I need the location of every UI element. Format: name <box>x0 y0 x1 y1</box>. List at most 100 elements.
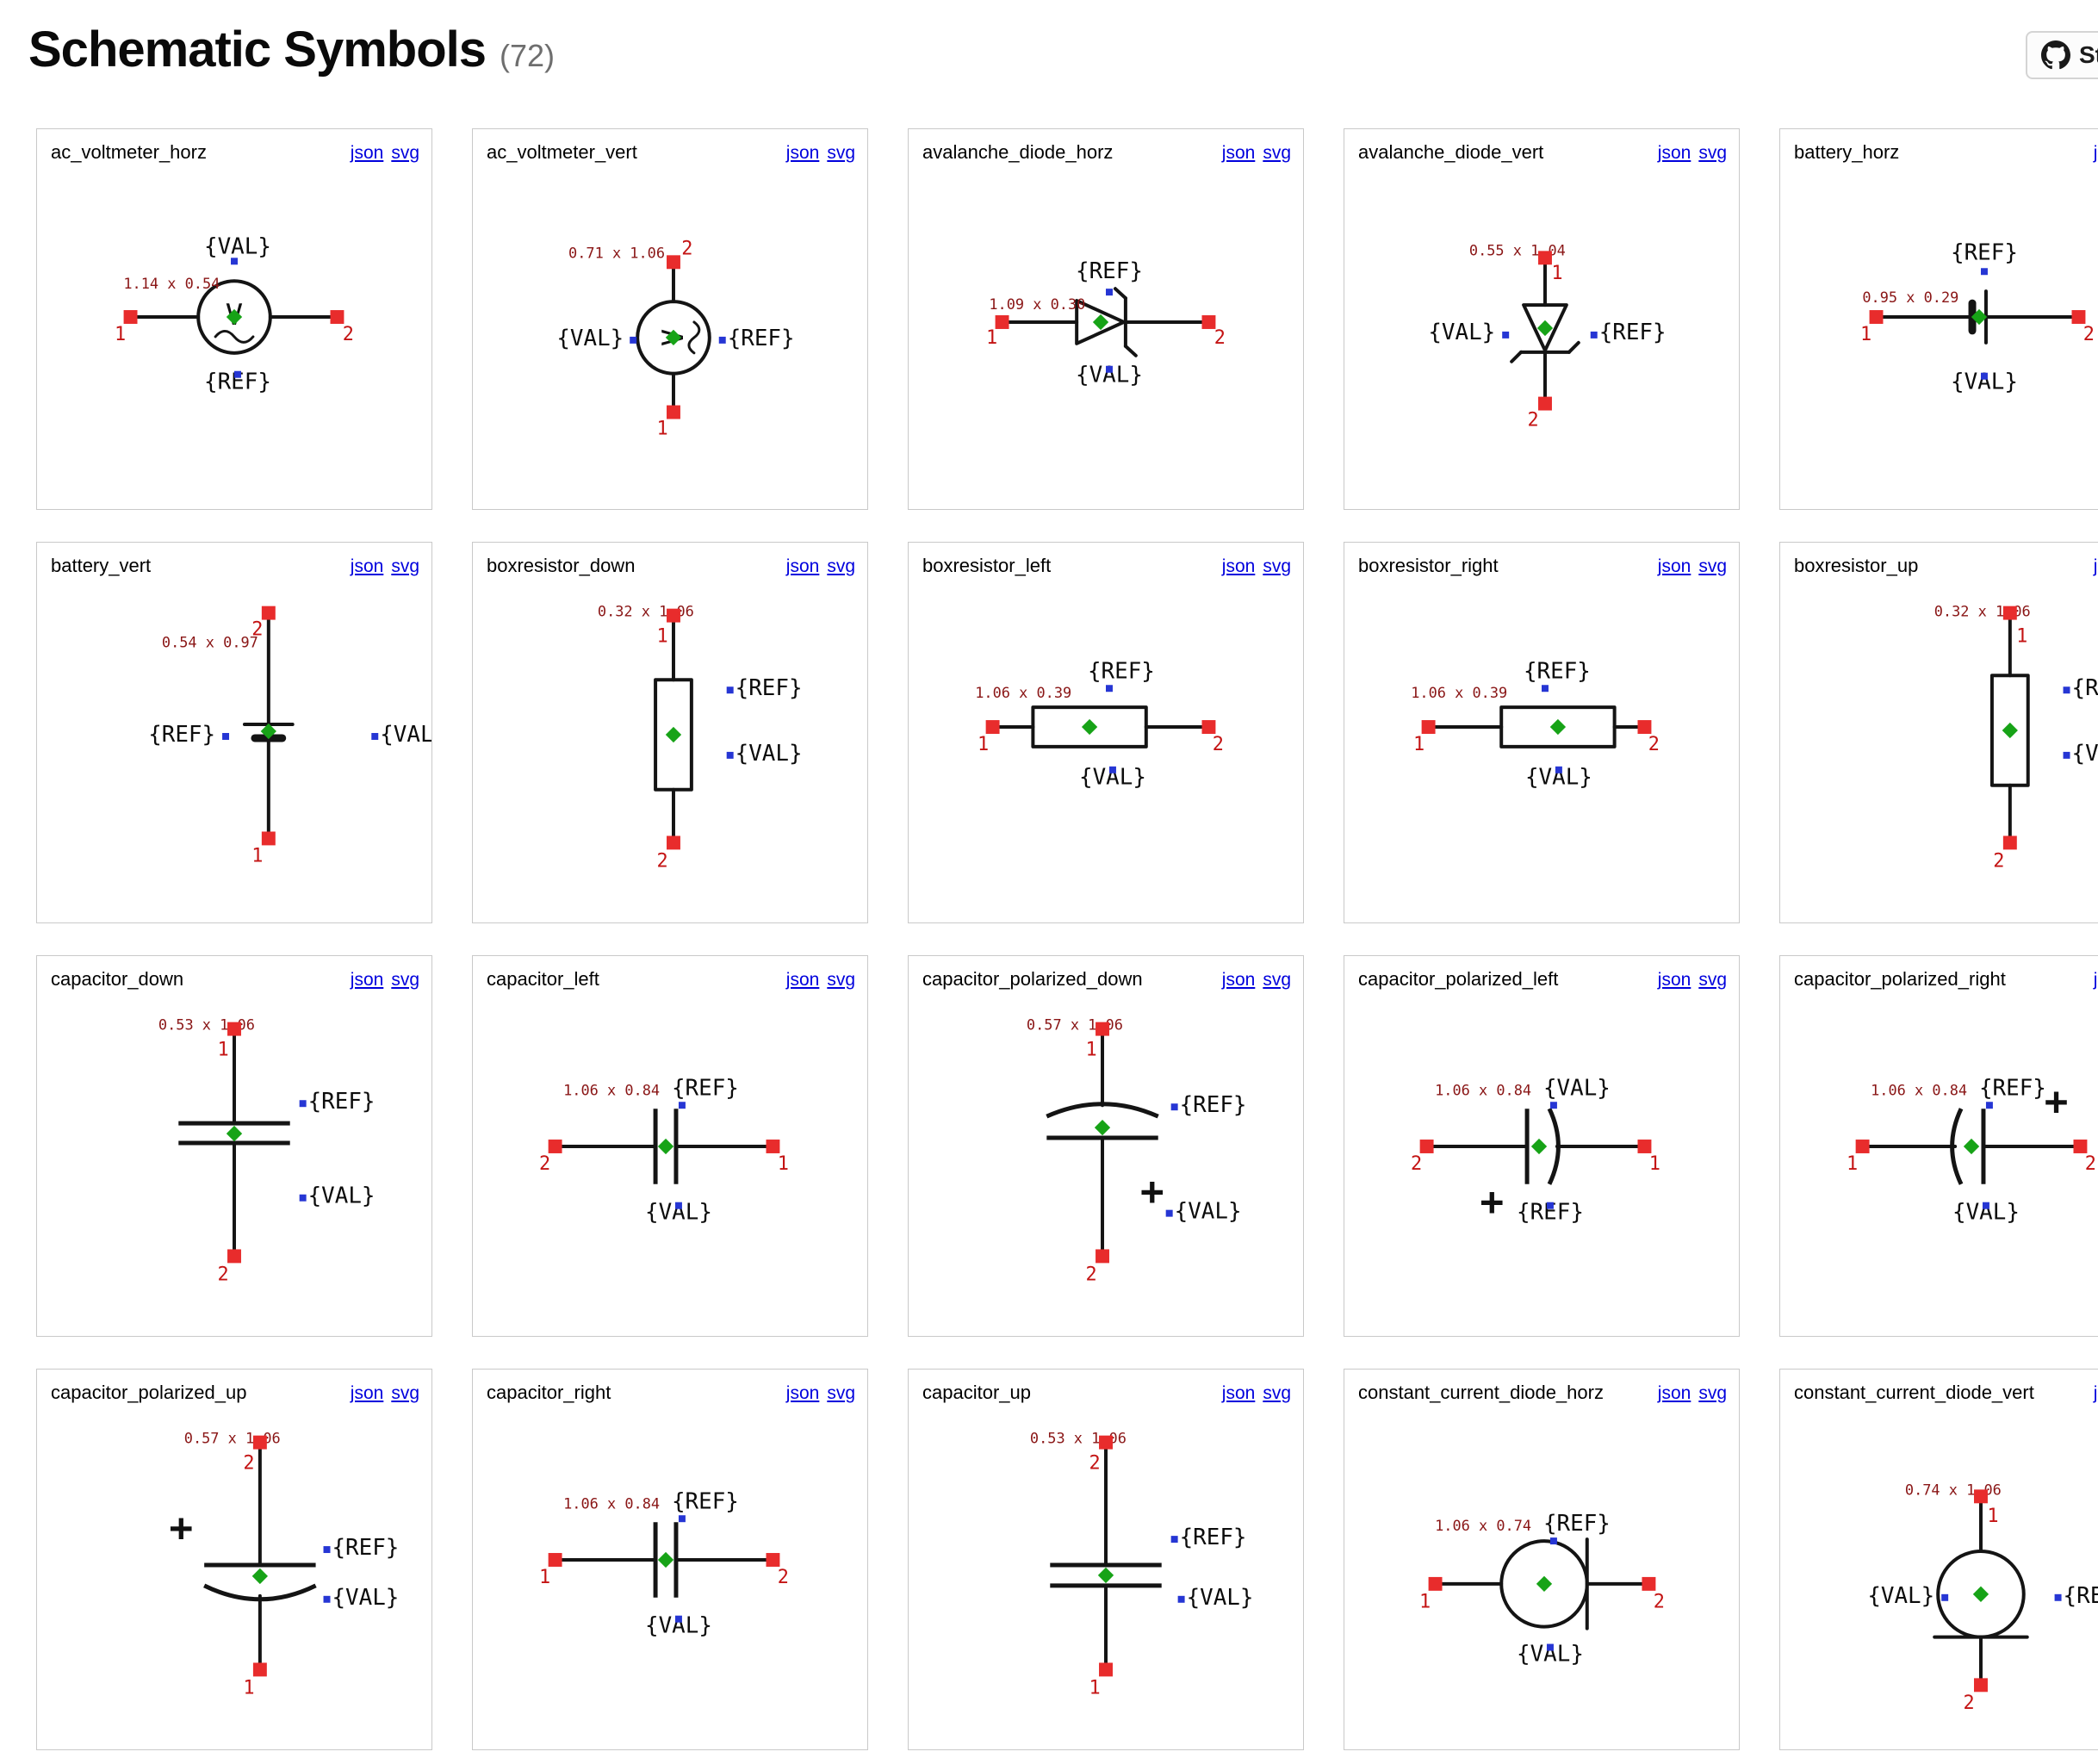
pin-number-2: 2 <box>539 1153 550 1175</box>
symbol-name: constant_current_diode_horz <box>1358 1382 1604 1403</box>
svg-link[interactable]: svg <box>1263 1383 1291 1403</box>
star-button-label: Star <box>2079 41 2098 68</box>
symbol-name: boxresistor_right <box>1358 555 1499 576</box>
pin-number-2: 2 <box>217 1264 228 1285</box>
pin-square <box>1096 1249 1109 1264</box>
pin-square <box>995 315 1009 329</box>
symbol-name: boxresistor_down <box>487 555 636 576</box>
svg-link[interactable]: svg <box>1698 1383 1727 1403</box>
svg-link[interactable]: svg <box>391 970 419 990</box>
svg-link[interactable]: svg <box>827 1383 855 1403</box>
symbol-name: battery_vert <box>51 555 152 576</box>
json-link[interactable]: json <box>1221 143 1256 163</box>
center-diamond <box>657 1138 674 1155</box>
pin-number-2: 2 <box>251 619 263 641</box>
pin-number-2: 2 <box>1648 734 1660 755</box>
pin-number-1: 1 <box>243 1677 254 1699</box>
pin-number-1: 1 <box>1649 1153 1660 1175</box>
dimension-label: 0.95 x 0.29 <box>1862 289 1958 306</box>
svg-link[interactable]: svg <box>391 1383 419 1403</box>
pin-number-1: 1 <box>251 845 263 866</box>
symbol-geometry <box>1989 611 2030 845</box>
dimension-label: 1.06 x 0.84 <box>1435 1081 1531 1098</box>
json-link[interactable]: json <box>1221 1383 1256 1403</box>
json-link[interactable]: json <box>350 1383 384 1403</box>
symbol-name: capacitor_up <box>922 1382 1031 1403</box>
svg-link[interactable]: svg <box>1263 143 1291 163</box>
pin-square <box>667 405 680 419</box>
svg-link[interactable]: svg <box>391 143 419 163</box>
val-label: {VAL} <box>380 722 431 748</box>
anchor-dot <box>630 336 637 344</box>
anchor-dot <box>1941 1593 1949 1601</box>
anchor-dot <box>1546 1643 1554 1651</box>
anchor-dot <box>1985 1102 1993 1109</box>
pin-square <box>1637 1140 1652 1153</box>
anchor-dot <box>1590 331 1598 339</box>
anchor-dot <box>1106 685 1113 693</box>
symbol-drawing: 0.32 x 1.06 {REF} {VAL} 1 2 <box>598 603 803 873</box>
json-link[interactable]: json <box>1221 970 1256 990</box>
svg-link[interactable]: svg <box>1698 970 1727 990</box>
pin-number-2: 2 <box>1213 734 1224 755</box>
anchor-dot <box>674 1202 682 1209</box>
json-link[interactable]: json <box>1657 143 1691 163</box>
svg-link[interactable]: svg <box>1263 556 1291 576</box>
ref-label: {REF} <box>1076 258 1143 284</box>
pin-square <box>330 310 344 324</box>
center-diamond <box>1530 1138 1548 1155</box>
pin-square <box>1201 720 1216 734</box>
json-link[interactable]: json <box>1657 556 1691 576</box>
pin-number-2: 2 <box>243 1452 254 1474</box>
center-diamond <box>1963 1138 1980 1155</box>
json-link[interactable]: json <box>785 1383 820 1403</box>
center-diamond <box>1081 718 1098 736</box>
symbol-drawing: 1.06 x 0.39 {REF} {VAL} 1 2 <box>1411 658 1660 790</box>
pin-square <box>548 1553 562 1567</box>
json-link[interactable]: json <box>1221 556 1256 576</box>
json-link[interactable]: json <box>2093 970 2098 990</box>
svg-link[interactable]: svg <box>827 143 855 163</box>
center-diamond <box>657 1551 674 1568</box>
symbol-name: capacitor_polarized_left <box>1358 968 1559 990</box>
pin-number-1: 1 <box>115 324 126 345</box>
center-diamond <box>1092 314 1109 331</box>
svg-link[interactable]: svg <box>1263 970 1291 990</box>
dimension-label: 0.54 x 0.97 <box>162 633 258 650</box>
json-link[interactable]: json <box>1657 1383 1691 1403</box>
pin-number-2: 2 <box>1654 1592 1665 1613</box>
ref-label: {REF} <box>2072 675 2098 701</box>
json-link[interactable]: json <box>350 970 384 990</box>
anchor-dot <box>1546 1202 1554 1209</box>
anchor-dot <box>1165 1209 1173 1217</box>
pin-number-1: 1 <box>1551 263 1562 284</box>
json-link[interactable]: json <box>785 556 820 576</box>
symbol-name: capacitor_polarized_right <box>1794 968 2006 990</box>
json-link[interactable]: json <box>350 143 384 163</box>
svg-link[interactable]: svg <box>391 556 419 576</box>
ref-label: {REF} <box>1979 1075 2046 1101</box>
center-diamond <box>1536 320 1554 337</box>
json-link[interactable]: json <box>785 970 820 990</box>
svg-link[interactable]: svg <box>1698 143 1727 163</box>
svg-link[interactable]: svg <box>827 970 855 990</box>
json-link[interactable]: json <box>785 143 820 163</box>
symbol-geometry <box>654 613 693 845</box>
json-link[interactable]: json <box>1657 970 1691 990</box>
pin-square <box>548 1140 562 1153</box>
symbol-drawing: 0.53 x 1.06 {REF} {VAL} 2 1 <box>1030 1430 1254 1699</box>
val-label: {VAL} <box>556 326 624 351</box>
symbol-drawing: 0.74 x 1.06 {VAL} {REF} 1 2 <box>1867 1481 2098 1714</box>
symbol-geometry <box>1933 1494 2029 1687</box>
github-star-button[interactable]: Star <box>2026 31 2098 79</box>
svg-link[interactable]: svg <box>827 556 855 576</box>
json-link[interactable]: json <box>2093 1383 2098 1403</box>
symbol-geometry <box>553 1522 775 1598</box>
json-link[interactable]: json <box>2093 143 2098 163</box>
json-link[interactable]: json <box>2093 556 2098 576</box>
val-label: {VAL} <box>1428 320 1495 345</box>
dimension-label: 1.09 x 0.30 <box>989 295 1085 313</box>
json-link[interactable]: json <box>350 556 384 576</box>
svg-link[interactable]: svg <box>1698 556 1727 576</box>
